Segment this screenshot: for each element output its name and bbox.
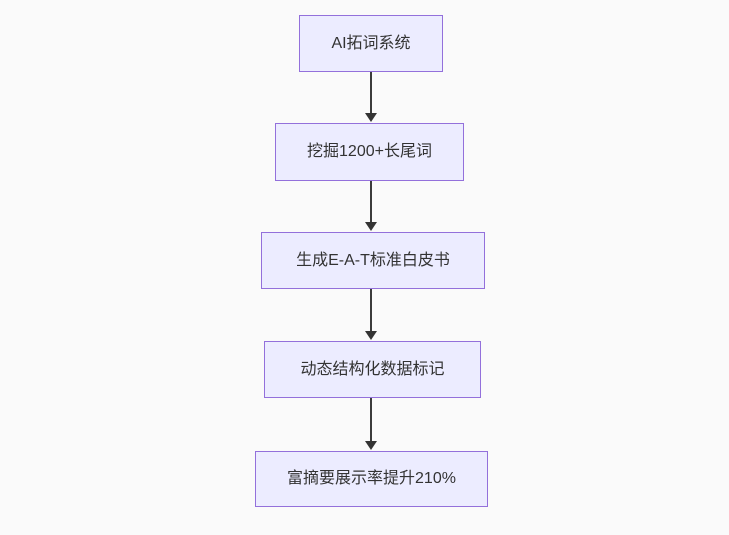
flow-arrow-1	[364, 72, 378, 122]
arrow-line	[370, 72, 372, 116]
flow-node-label: 生成E-A-T标准白皮书	[296, 251, 450, 269]
arrow-line	[370, 181, 372, 225]
arrowhead-down-icon	[365, 331, 377, 340]
flow-node-label: AI拓词系统	[331, 34, 411, 52]
flow-node-rich-snippet-result: 富摘要展示率提升210%	[255, 451, 488, 507]
arrowhead-down-icon	[365, 113, 377, 122]
flow-node-longtail-mining: 挖掘1200+长尾词	[275, 123, 464, 181]
arrow-line	[370, 398, 372, 444]
flow-node-label: 挖掘1200+长尾词	[307, 143, 432, 161]
flow-node-label: 动态结构化数据标记	[300, 360, 445, 378]
flow-node-ai-keyword-system: AI拓词系统	[299, 15, 443, 72]
flow-node-label: 富摘要展示率提升210%	[287, 470, 456, 488]
arrowhead-down-icon	[365, 222, 377, 231]
arrow-line	[370, 289, 372, 334]
arrowhead-down-icon	[365, 441, 377, 450]
flow-arrow-4	[364, 398, 378, 450]
flow-node-structured-data-markup: 动态结构化数据标记	[264, 341, 481, 398]
flow-arrow-2	[364, 181, 378, 231]
flow-arrow-3	[364, 289, 378, 340]
flow-node-eat-whitepaper: 生成E-A-T标准白皮书	[261, 232, 485, 289]
